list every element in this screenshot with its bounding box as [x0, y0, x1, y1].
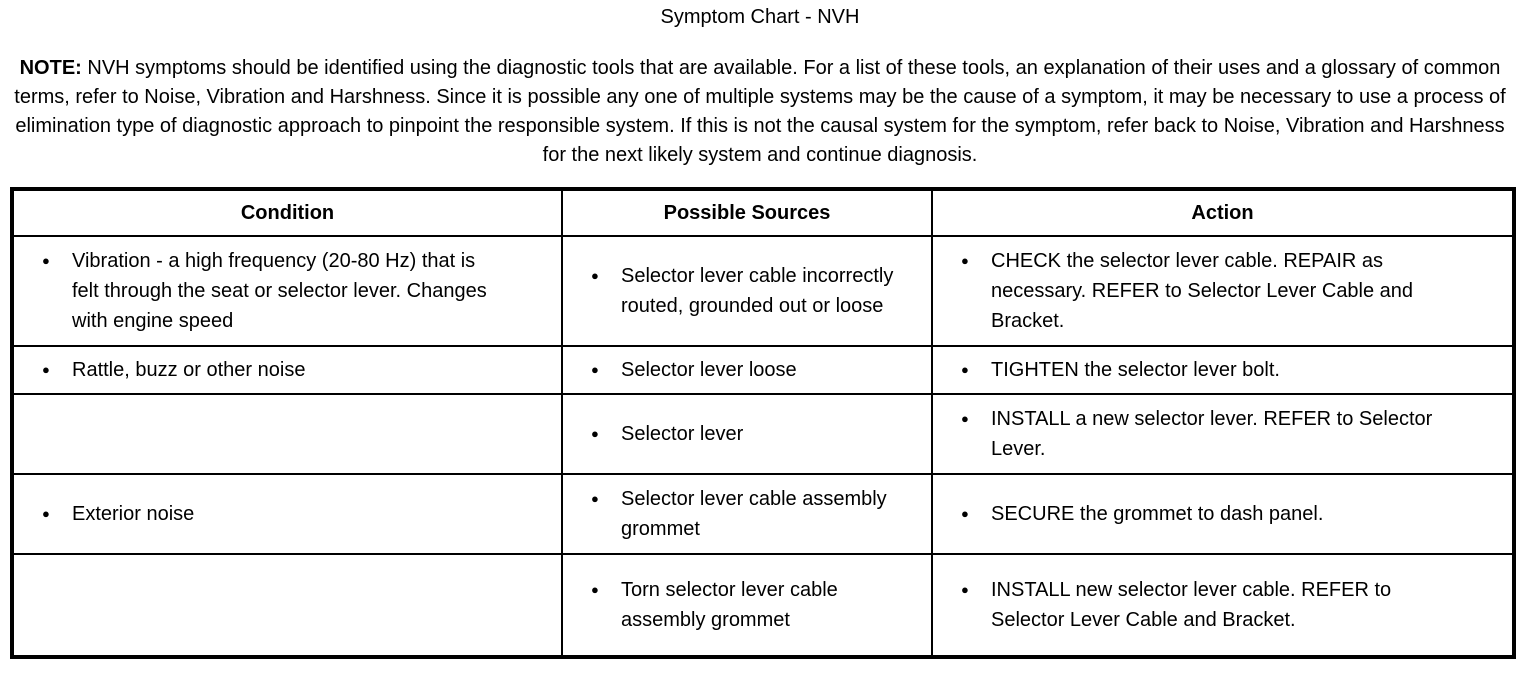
table-row: ● Selector lever ● INSTALL a new selecto…	[11, 393, 1515, 475]
possible-sources-text: Selector lever loose	[621, 359, 797, 381]
possible-sources-cell: ● Selector lever loose	[561, 345, 933, 395]
bullet-icon: ●	[591, 426, 599, 441]
action-cell: ● INSTALL new selector lever cable. REFE…	[931, 553, 1515, 658]
possible-sources-cell: ● Torn selector lever cable assembly gro…	[561, 553, 933, 658]
bullet-icon: ●	[961, 582, 969, 597]
column-header-possible-sources: Possible Sources	[561, 188, 933, 237]
column-header-condition: Condition	[11, 188, 563, 237]
possible-sources-text: Torn selector lever cable assembly gromm…	[621, 579, 838, 631]
bullet-icon: ●	[591, 582, 599, 597]
condition-cell-empty	[11, 553, 563, 658]
possible-sources-cell: ● Selector lever	[561, 393, 933, 475]
note-label: NOTE:	[19, 57, 82, 79]
action-text: CHECK the selector lever cable. REPAIR a…	[991, 250, 1414, 332]
table-row: ● Rattle, buzz or other noise ● Selector…	[11, 345, 1515, 395]
column-header-action: Action	[931, 188, 1515, 237]
action-cell: ● INSTALL a new selector lever. REFER to…	[931, 393, 1515, 475]
table-row: ● Exterior noise ● Selector lever cable …	[11, 473, 1515, 555]
action-text: SECURE the grommet to dash panel.	[991, 503, 1324, 525]
condition-text: Rattle, buzz or other noise	[72, 359, 306, 381]
condition-cell: ● Exterior noise	[11, 473, 563, 555]
condition-text: Vibration - a high frequency (20-80 Hz) …	[72, 250, 487, 332]
bullet-icon: ●	[591, 491, 599, 506]
condition-cell-empty	[11, 393, 563, 475]
table-row: ● Torn selector lever cable assembly gro…	[11, 553, 1515, 658]
table-header-row: Condition Possible Sources Action	[11, 188, 1515, 237]
possible-sources-text: Selector lever cable incorrectly routed,…	[621, 265, 894, 317]
action-text: TIGHTEN the selector lever bolt.	[991, 359, 1280, 381]
possible-sources-text: Selector lever cable assembly grommet	[621, 488, 887, 540]
bullet-icon: ●	[591, 362, 599, 377]
table-row: ● Vibration - a high frequency (20-80 Hz…	[11, 235, 1515, 347]
bullet-icon: ●	[961, 253, 969, 268]
condition-cell: ● Vibration - a high frequency (20-80 Hz…	[11, 235, 563, 347]
condition-cell: ● Rattle, buzz or other noise	[11, 345, 563, 395]
bullet-icon: ●	[42, 253, 50, 268]
page-title: Symptom Chart - NVH	[660, 6, 860, 28]
symptom-chart-table: Condition Possible Sources Action ● Vibr…	[10, 187, 1516, 659]
possible-sources-cell: ● Selector lever cable incorrectly route…	[561, 235, 933, 347]
condition-text: Exterior noise	[72, 503, 195, 525]
bullet-icon: ●	[961, 362, 969, 377]
action-cell: ● CHECK the selector lever cable. REPAIR…	[931, 235, 1515, 347]
bullet-icon: ●	[961, 506, 969, 521]
bullet-icon: ●	[42, 362, 50, 377]
possible-sources-text: Selector lever	[621, 423, 744, 445]
action-text: INSTALL new selector lever cable. REFER …	[991, 579, 1392, 631]
note-paragraph: NOTE: NVH symptoms should be identified …	[6, 54, 1514, 170]
bullet-icon: ●	[961, 411, 969, 426]
action-cell: ● TIGHTEN the selector lever bolt.	[931, 345, 1515, 395]
action-text: INSTALL a new selector lever. REFER to S…	[991, 408, 1433, 460]
bullet-icon: ●	[42, 506, 50, 521]
action-cell: ● SECURE the grommet to dash panel.	[931, 473, 1515, 555]
note-text: NVH symptoms should be identified using …	[14, 57, 1506, 166]
bullet-icon: ●	[591, 268, 599, 283]
possible-sources-cell: ● Selector lever cable assembly grommet	[561, 473, 933, 555]
